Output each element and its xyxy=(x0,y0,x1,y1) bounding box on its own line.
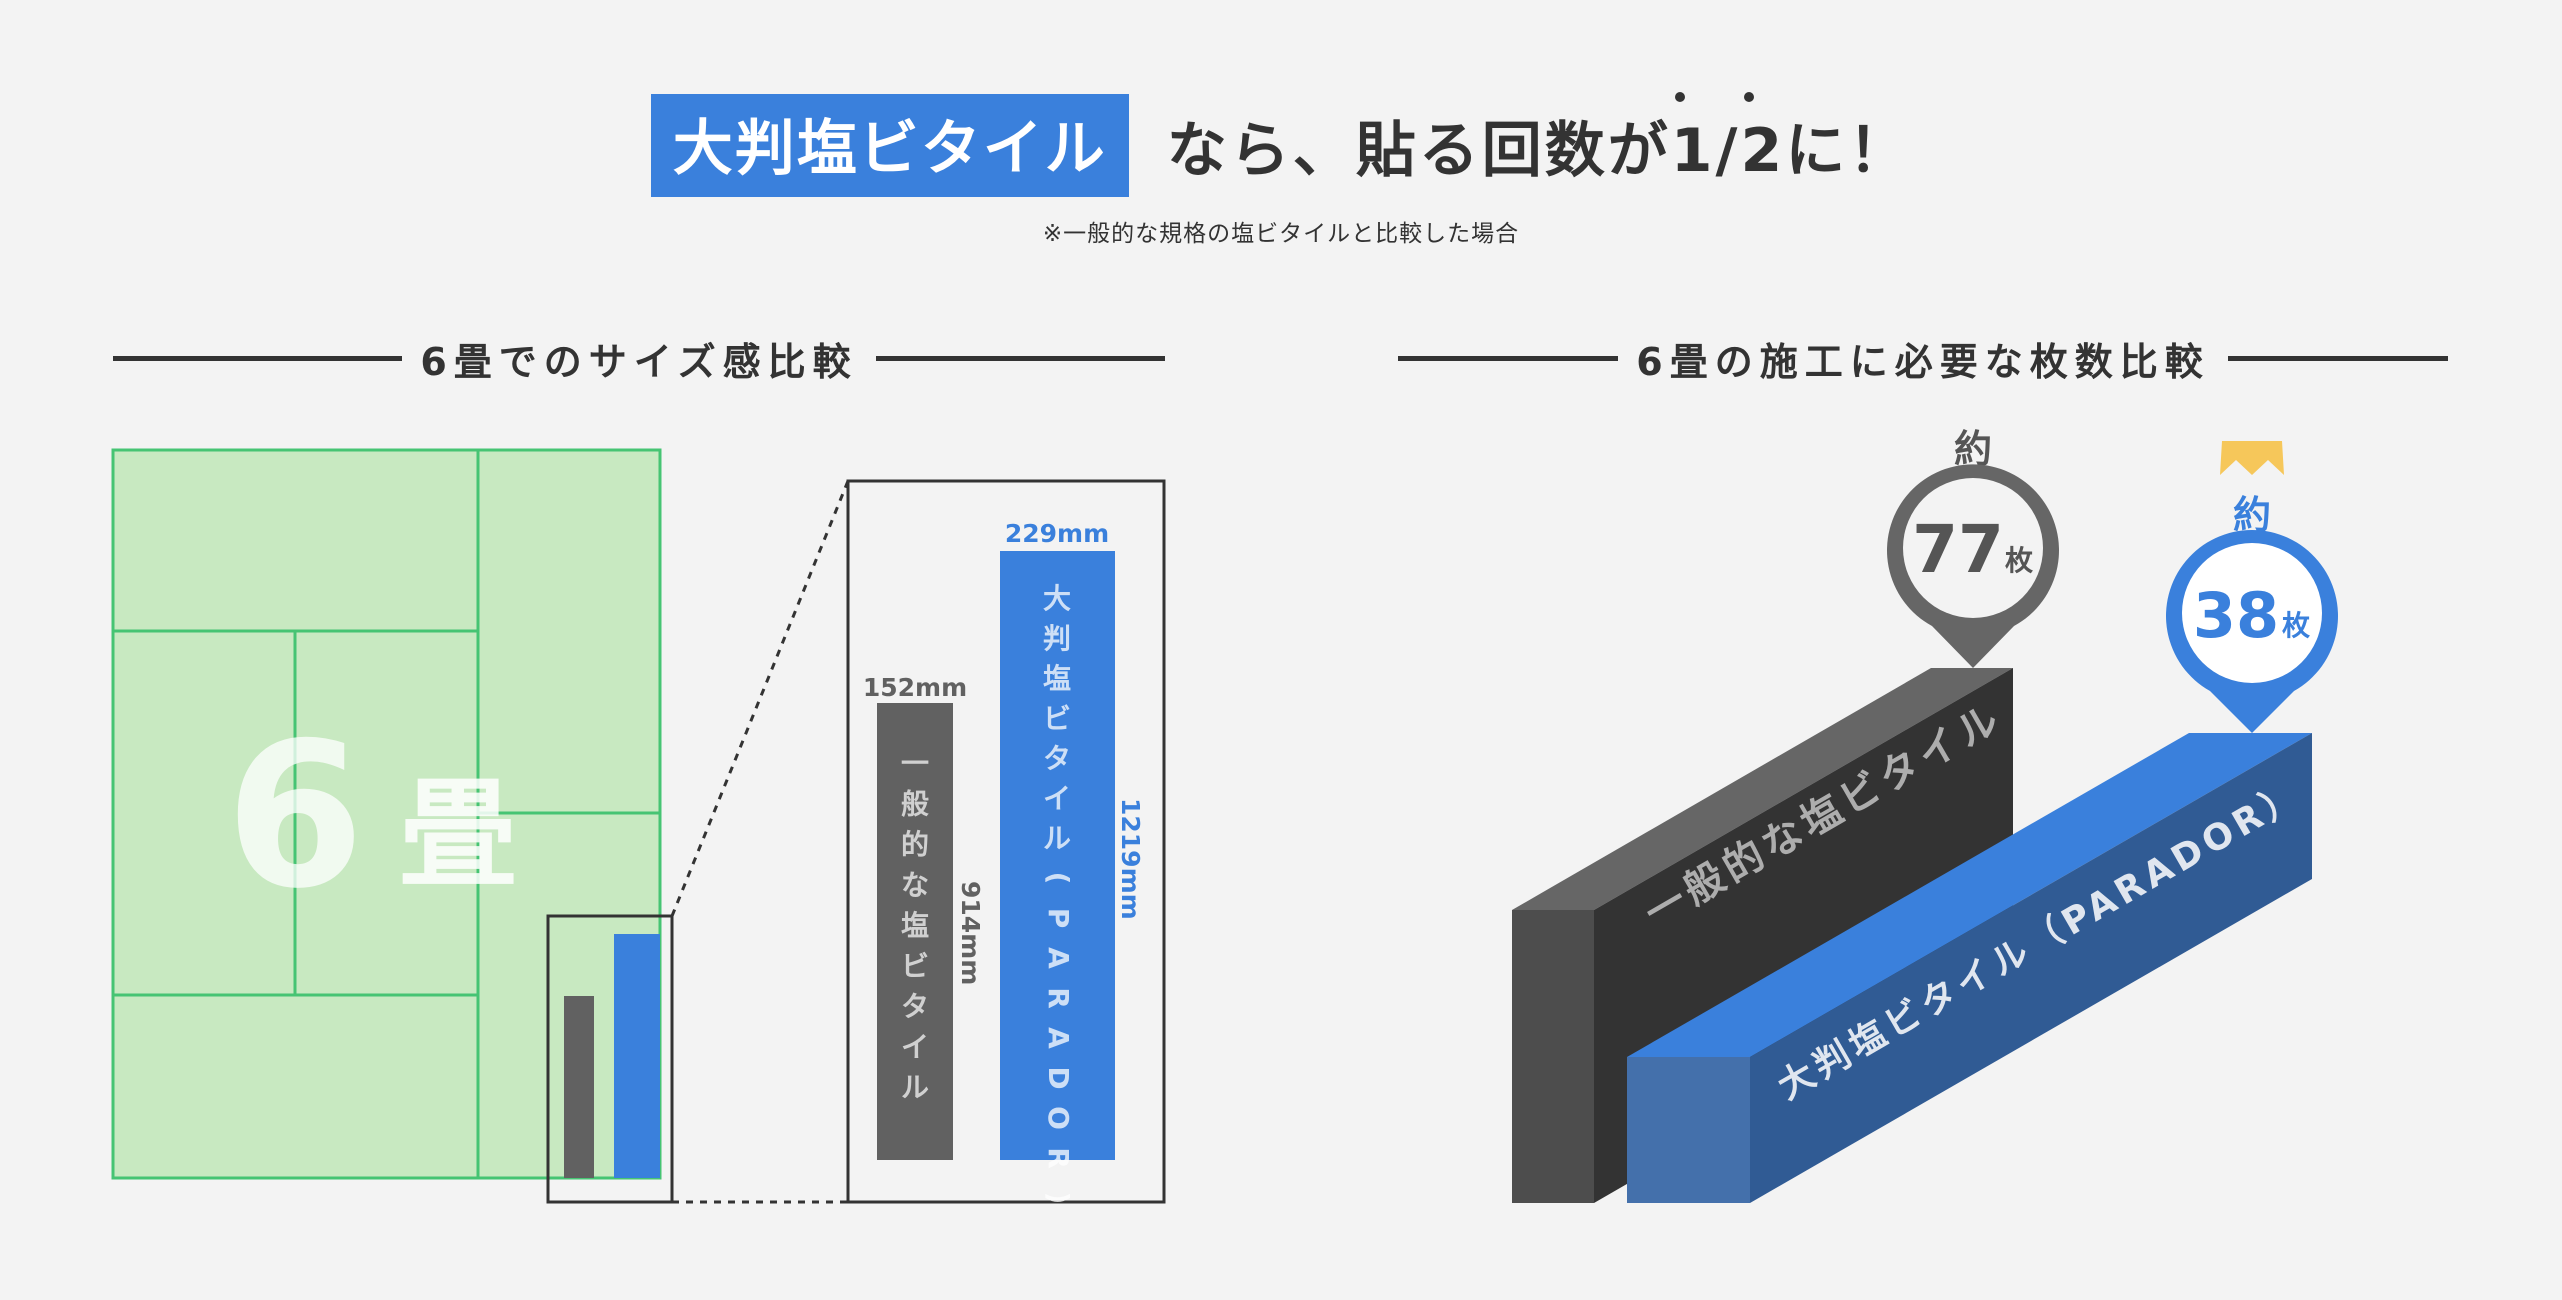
divider xyxy=(113,355,403,361)
divider xyxy=(2227,355,2449,361)
tile-name-char: タ xyxy=(901,990,929,1023)
large-bar-side xyxy=(1750,733,2312,1203)
headline-highlight: 大判塩ビタイル xyxy=(650,94,1129,197)
room-size-number: 6 xyxy=(225,700,364,933)
general-bar-top xyxy=(1512,668,2013,910)
large-tile-name: 大判塩ビタイル(PARADOR) xyxy=(1042,582,1075,1204)
tile-name-char: ル xyxy=(1043,822,1071,855)
large-tile-small xyxy=(614,934,660,1178)
tile-name-char: イ xyxy=(1043,782,1071,815)
tile-name-char: A xyxy=(1042,1027,1075,1049)
large-bar-top xyxy=(1627,733,2312,1057)
large-pin-circle xyxy=(2182,543,2322,683)
tile-name-char: R xyxy=(1042,1147,1075,1169)
section-title-size: 6畳でのサイズ感比較 xyxy=(113,336,1165,384)
tile-name-char: 塩 xyxy=(901,909,929,942)
tile-name-char: ) xyxy=(1042,1192,1075,1205)
headline-text: なら、貼る回数が1/2に！ xyxy=(1166,116,1912,186)
tile-name-char: R xyxy=(1042,987,1075,1009)
tile-name-char: 的 xyxy=(901,828,929,861)
section-title-count-text: 6畳の施工に必要な枚数比較 xyxy=(1636,339,2210,384)
tile-name-char: 一 xyxy=(901,747,929,780)
section-title-size-text: 6畳でのサイズ感比較 xyxy=(420,339,858,384)
emphasis-dot xyxy=(1744,92,1754,102)
large-tile-width-label: 229mm xyxy=(1005,519,1109,548)
room-size-unit: 畳 xyxy=(399,765,517,903)
tile-name-char: ビ xyxy=(1043,702,1071,735)
large-tile xyxy=(1000,551,1115,1160)
section-title-count: 6畳の施工に必要な枚数比較 xyxy=(1398,336,2449,384)
large-count-unit: 枚 xyxy=(2282,609,2310,642)
tile-name-char: D xyxy=(1042,1066,1075,1089)
general-count-value: 77 xyxy=(1912,511,2004,588)
tile-name-char: な xyxy=(901,869,929,902)
zoom-source-box xyxy=(546,914,674,1204)
general-approx-label: 約 xyxy=(1954,427,1992,471)
headline-note: ※一般的な規格の塩ビタイルと比較した場合 xyxy=(1042,221,1520,247)
large-count-value: 38 xyxy=(2193,579,2279,652)
general-tile-name: 一般的な塩ビタイル xyxy=(901,747,929,1104)
tile-name-char: ( xyxy=(1042,872,1075,885)
tile-name-char: ル xyxy=(901,1071,929,1104)
general-tile-small xyxy=(564,996,594,1178)
tile-name-char: ビ xyxy=(901,950,929,983)
general-pin-circle xyxy=(1903,478,2043,618)
general-tile-width-label: 152mm xyxy=(863,673,967,702)
tile-name-char: 判 xyxy=(1043,622,1071,655)
general-bar-end xyxy=(1512,910,1594,1203)
emphasis-dot xyxy=(1675,92,1685,102)
general-tile-bar: 一般的な塩ビタイル xyxy=(1512,668,2013,1203)
general-tile-length-label: 914mm xyxy=(956,881,985,985)
large-bar-end xyxy=(1627,1057,1750,1203)
tile-name-char: 大 xyxy=(1043,582,1071,615)
large-tile-length-label: 1219mm xyxy=(1116,798,1145,920)
general-count-unit: 枚 xyxy=(2005,544,2033,577)
divider xyxy=(875,355,1165,361)
tile-name-char: P xyxy=(1042,908,1075,929)
tile-name-char: A xyxy=(1042,947,1075,969)
tile-name-char: 般 xyxy=(901,788,929,821)
tile-name-char: 塩 xyxy=(1043,662,1071,695)
tile-name-char: イ xyxy=(901,1031,929,1064)
crown-icon xyxy=(2220,441,2284,475)
headline: 大判塩ビタイル なら、貼る回数が1/2に！ xyxy=(0,94,2562,197)
divider xyxy=(1398,355,1619,361)
tile-name-char: タ xyxy=(1043,742,1071,775)
general-tile xyxy=(877,703,953,1160)
large-approx-label: 約 xyxy=(2233,493,2271,537)
large-count-pin: 約 38 枚 xyxy=(2166,441,2338,733)
tile-name-char: O xyxy=(1042,1106,1075,1130)
general-count-pin: 約 77 枚 xyxy=(1887,427,2059,668)
